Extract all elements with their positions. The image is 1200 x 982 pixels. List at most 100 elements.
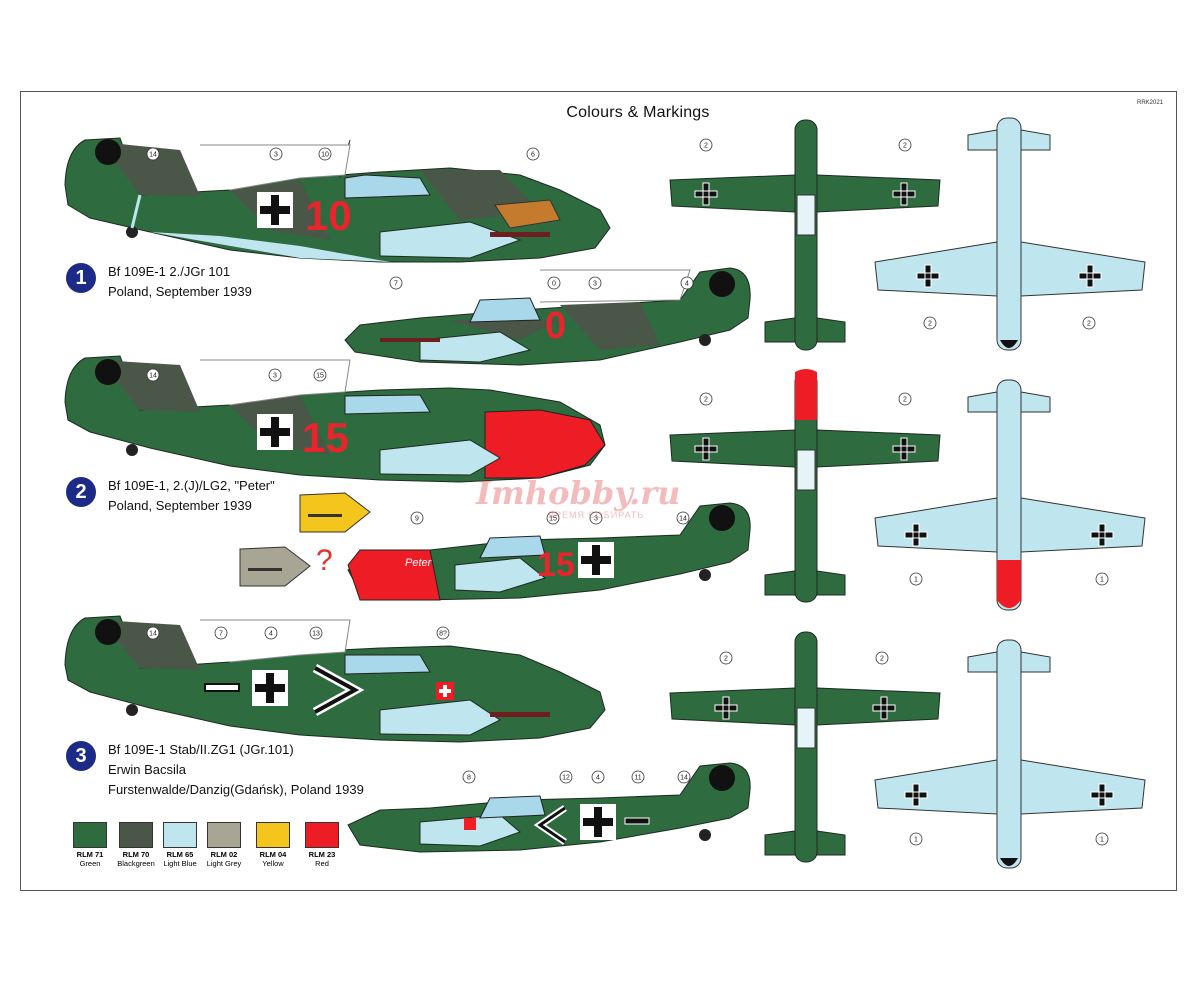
scheme-3-line3: Furstenwalde/Danzig(Gdańsk), Poland 1939 [108,782,364,797]
decal-callout-circle [676,511,690,525]
decal-callout-circle [1095,572,1109,586]
scheme-3-line2: Erwin Bacsila [108,762,187,777]
decal-callout-circle [269,147,283,161]
swatch-name: Light Blue [163,859,197,868]
decal-callout-circle [214,626,228,640]
swatch-box [73,822,107,848]
decal-callout-circle [268,368,282,382]
decal-callout-circle [677,770,691,784]
swatch-box [163,822,197,848]
decal-callout-circle [898,138,912,152]
yellow-cowl-option [299,492,371,533]
decal-callout-circle [591,770,605,784]
top-view-1 [669,119,941,351]
decal-callout-number: 7 [394,281,398,288]
decal-callout-circle [631,770,645,784]
kit-code: RRK2021 [1137,100,1164,106]
decal-callout-circle [559,770,573,784]
swatch-code: RLM 04 [259,850,287,859]
decal-callout-circle [875,651,889,665]
decal-callout-number: 4 [685,281,689,288]
swatch-rlm04: RLM 04 Yellow [256,822,290,868]
decal-callout-number: 2 [903,397,907,404]
decal-callout-number: 14 [680,775,688,782]
svg-text:10: 10 [305,192,352,239]
decal-callout-number: 8? [439,631,447,638]
scheme-2-line1: Bf 109E-1, 2.(J)/LG2, "Peter" [108,478,275,493]
decal-callout-number: 8 [467,775,471,782]
decal-callout-number: 3 [594,516,598,523]
decal-callout-number: 6 [531,152,535,159]
grey-cowl-option [239,546,311,587]
swatch-box [119,822,153,848]
scheme-3-left-profile [64,615,606,743]
decal-callout-circle [309,626,323,640]
swatch-rlm02: RLM 02 Light Grey [207,822,241,868]
scheme-1-left-profile: 10 [64,137,611,263]
decal-callout-number: 2 [1087,321,1091,328]
decal-callout-number: 1 [1100,837,1104,844]
scheme-2-number: 2 [66,477,96,507]
decal-callout-number: 2 [928,321,932,328]
swatch-code: RLM 70 [122,850,150,859]
decal-callout-circle [898,392,912,406]
scheme-1-line1: Bf 109E-1 2./JGr 101 [108,264,231,279]
decal-callout-number: 15 [316,373,324,380]
swatch-name: Blackgreen [117,859,155,868]
decal-callout-circle [146,368,160,382]
decal-callout-circle [547,276,561,290]
scheme-2-left-profile: 15 [64,355,606,483]
decal-callout-circle [909,832,923,846]
decal-callout-number: 14 [149,152,157,159]
decal-callout-circle [680,276,694,290]
swatch-name: Yellow [262,859,284,868]
decal-callout-number: 3 [274,152,278,159]
scheme-1-number: 1 [66,263,96,293]
decal-callout-number: 4 [596,775,600,782]
decal-callout-number: 2 [903,143,907,150]
bottom-view-2 [874,379,1146,611]
decal-callout-number: 2 [704,397,708,404]
scheme-2-line2: Poland, September 1939 [108,498,252,513]
decal-callout-circle [699,392,713,406]
decal-callout-number: 2 [704,143,708,150]
decal-callout-number: 3 [273,373,277,380]
swatch-box [256,822,290,848]
watermark-tagline: ВРЕМЯ СОБИРАТЬ [548,510,645,520]
scheme-2-right-profile: Peter 15 [347,502,751,601]
decal-callout-number: 1 [914,837,918,844]
bottom-view-1 [874,117,1146,351]
svg-text:0: 0 [545,305,566,347]
decal-callout-number: 1 [1100,577,1104,584]
swatch-box [305,822,339,848]
decal-callout-circle [313,368,327,382]
decal-callout-number: 9 [415,516,419,523]
decal-callout-circle [436,626,450,640]
scheme-3-line1: Bf 109E-1 Stab/II.ZG1 (JGr.101) [108,742,294,757]
decal-callout-circle [389,276,403,290]
swatch-name: Light Grey [206,859,242,868]
scheme-3-caption: Bf 109E-1 Stab/II.ZG1 (JGr.101) Erwin Ba… [108,740,364,800]
decal-callout-number: 2 [724,656,728,663]
decal-callout-circle [589,511,603,525]
decal-callout-number: 14 [149,631,157,638]
swatch-rlm70: RLM 70 Blackgreen [117,822,155,868]
swatch-rlm65: RLM 65 Light Blue [163,822,197,868]
scheme-1-line2: Poland, September 1939 [108,284,252,299]
decal-callout-circle [264,626,278,640]
swatch-box [207,822,241,848]
swatch-code: RLM 23 [308,850,336,859]
decal-callout-circle [526,147,540,161]
swatch-name: Green [79,859,101,868]
decal-callout-circle [719,651,733,665]
decal-callout-circle [923,316,937,330]
bottom-view-3 [874,639,1146,869]
decal-callout-circle [909,572,923,586]
decal-callout-circle [546,511,560,525]
decal-callout-number: 13 [312,631,320,638]
scheme-3-number: 3 [66,741,96,771]
question-mark: ? [316,544,333,577]
decal-callout-number: 15 [549,516,557,523]
decal-callout-number: 1 [914,577,918,584]
